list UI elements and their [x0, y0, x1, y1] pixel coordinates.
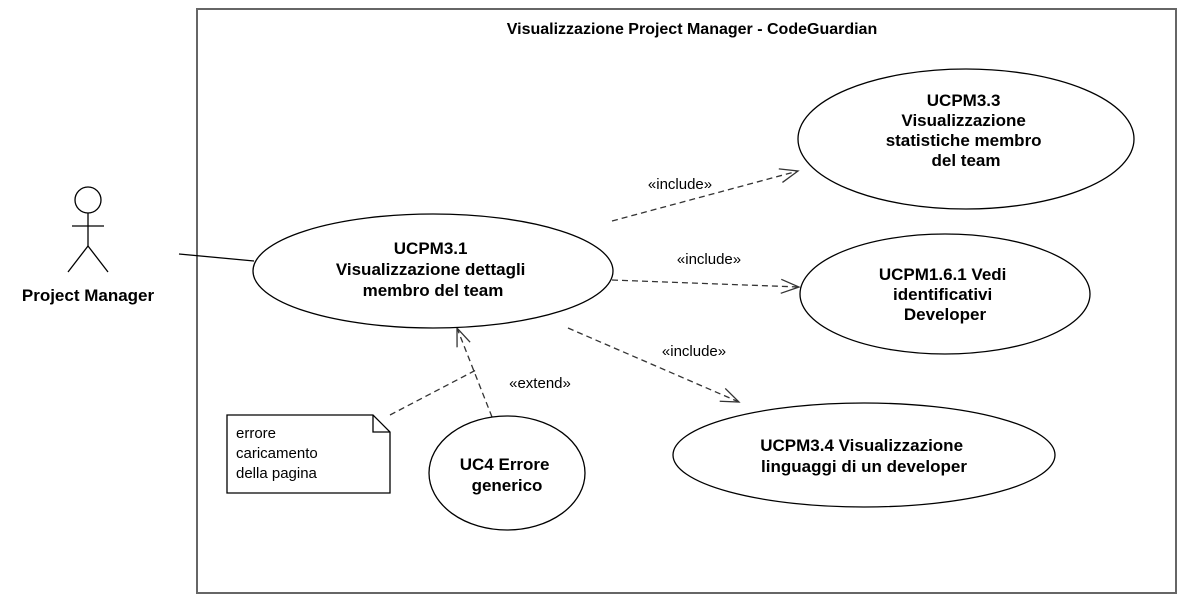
- usecase-ucpm1-6-1-line-3: Developer: [904, 305, 987, 324]
- usecase-ucpm3-4: UCPM3.4 Visualizzazione linguaggi di un …: [672, 402, 1056, 508]
- include-edge-ucpm33: [611, 168, 800, 222]
- usecase-ucpm3-3-label: UCPM3.3 Visualizzazione statistiche memb…: [886, 91, 1047, 170]
- usecase-ucpm3-1-line-1: UCPM3.1: [394, 239, 468, 258]
- note-text: errore caricamento della pagina: [236, 425, 322, 482]
- extend-label: «extend»: [509, 375, 571, 392]
- usecase-ucpm1-6-1-line-1: UCPM1.6.1 Vedi: [879, 265, 1007, 284]
- usecase-ucpm1-6-1-line-2: identificativi: [893, 285, 992, 304]
- association-line: [178, 253, 255, 262]
- usecase-ucpm3-1-ellipse: [252, 213, 614, 329]
- usecase-ucpm3-4-line-1: UCPM3.4 Visualizzazione: [760, 436, 963, 455]
- note-body: [226, 414, 391, 494]
- note-anchor-line: [389, 369, 477, 416]
- actor-label: Project Manager: [22, 286, 155, 305]
- usecase-uc4-line-2: generico: [472, 476, 543, 495]
- note-line-1: errore: [236, 425, 276, 442]
- usecase-uc4-line-1: UC4 Errore: [460, 455, 550, 474]
- actor-left-leg: [67, 245, 89, 273]
- usecase-ucpm3-3-line-4: del team: [932, 151, 1001, 170]
- include-label-1: «include»: [648, 176, 712, 193]
- include-label-2: «include»: [677, 251, 741, 268]
- note-line-3: della pagina: [236, 465, 318, 482]
- include-edge-ucpm161: [611, 278, 801, 294]
- usecase-ucpm3-4-label: UCPM3.4 Visualizzazione linguaggi di un …: [760, 436, 968, 476]
- usecase-ucpm3-1-label: UCPM3.1 Visualizzazione dettagli membro …: [336, 239, 530, 300]
- usecase-ucpm1-6-1-ellipse: [799, 233, 1091, 355]
- usecase-uc4-ellipse: [428, 415, 586, 531]
- usecase-ucpm3-3-line-2: Visualizzazione: [901, 111, 1025, 130]
- usecase-ucpm1-6-1-label: UCPM1.6.1 Vedi identificativi Developer: [879, 265, 1011, 324]
- usecase-ucpm3-4-ellipse: [672, 402, 1056, 508]
- usecase-ucpm3-3-line-1: UCPM3.3: [927, 91, 1001, 110]
- usecase-ucpm3-1-line-2: Visualizzazione dettagli: [336, 260, 526, 279]
- usecase-ucpm3-1: UCPM3.1 Visualizzazione dettagli membro …: [252, 213, 614, 329]
- include-edge-ucpm34: [567, 327, 741, 403]
- usecase-ucpm3-3: UCPM3.3 Visualizzazione statistiche memb…: [797, 68, 1135, 210]
- actor-right-leg: [87, 245, 109, 273]
- usecase-ucpm3-1-line-3: membro del team: [363, 281, 504, 300]
- note-line-2: caricamento: [236, 445, 318, 462]
- usecase-ucpm3-3-ellipse: [797, 68, 1135, 210]
- usecase-uc4-label: UC4 Errore generico: [460, 455, 555, 495]
- usecase-ucpm3-4-line-2: linguaggi di un developer: [761, 457, 967, 476]
- usecase-ucpm1-6-1: UCPM1.6.1 Vedi identificativi Developer: [799, 233, 1091, 355]
- include-label-3: «include»: [662, 343, 726, 360]
- usecase-uc4: UC4 Errore generico: [428, 415, 586, 531]
- system-boundary: [196, 8, 1177, 594]
- system-title: Visualizzazione Project Manager - CodeGu…: [507, 21, 877, 38]
- actor-project-manager: Project Manager: [22, 186, 155, 305]
- note: errore caricamento della pagina: [226, 414, 391, 494]
- extend-edge-uc4: [456, 326, 493, 418]
- note-fold: [372, 415, 390, 433]
- usecase-ucpm3-3-line-3: statistiche membro: [886, 131, 1042, 150]
- actor-head: [74, 186, 102, 214]
